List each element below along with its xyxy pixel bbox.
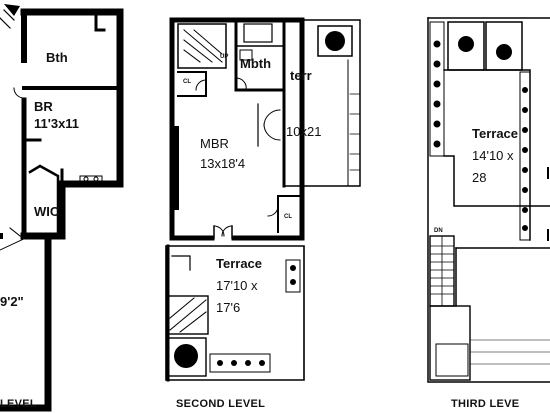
second-level-plan (165, 17, 361, 382)
first-level-plan (0, 4, 124, 412)
third-level-plan (427, 17, 550, 383)
